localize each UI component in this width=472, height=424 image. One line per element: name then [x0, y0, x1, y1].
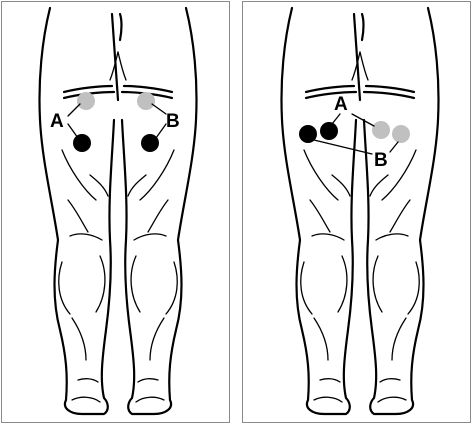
left-legs-illustration: [39, 8, 196, 414]
right-legs-illustration: [281, 8, 438, 414]
right-label-b: B: [374, 150, 388, 171]
left-leader-b-top: [152, 104, 166, 114]
right-leader-a-left: [332, 114, 340, 124]
left-electrode-a-active: [73, 134, 91, 152]
left-leader-a-top: [68, 104, 80, 116]
left-label-a: A: [50, 111, 64, 132]
right-electrode-a-reference: [372, 121, 390, 139]
left-electrode-a-reference: [77, 92, 95, 110]
right-label-a: A: [334, 94, 348, 115]
left-electrode-b-reference: [137, 92, 155, 110]
left-leader-a-bottom: [68, 124, 78, 138]
left-leader-b-bottom: [156, 124, 166, 138]
right-leader-b-left: [314, 140, 372, 154]
right-electrode-b-reference: [392, 125, 410, 143]
right-leader-b-right: [390, 142, 398, 152]
right-electrode-a-active: [320, 122, 338, 140]
left-label-b: B: [166, 111, 180, 132]
